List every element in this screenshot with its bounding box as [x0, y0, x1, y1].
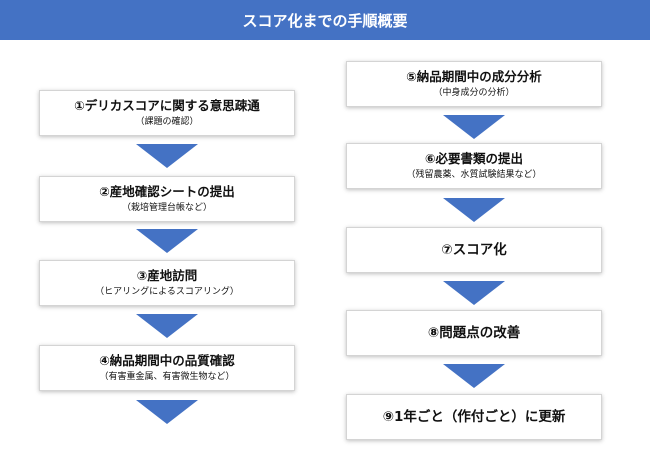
arrow-2-to-3	[136, 229, 198, 253]
arrow-3-to-4	[136, 314, 198, 338]
step-3-box: ③産地訪問 （ヒアリングによるスコアリング）	[39, 260, 295, 306]
step-2-title: ②産地確認シートの提出	[99, 184, 235, 199]
step-6-title: ⑥必要書類の提出	[424, 151, 524, 166]
diagram-header: スコア化までの手順概要	[0, 0, 650, 40]
arrow-5-to-6	[443, 115, 505, 139]
step-4-sub: （有害重金属、有害微生物など）	[99, 372, 235, 382]
step-1-title: ①デリカスコアに関する意思疎通	[74, 98, 260, 113]
step-4-box: ④納品期間中の品質確認 （有害重金属、有害微生物など）	[39, 345, 295, 391]
step-9-box: ⑨1年ごと（作付ごと）に更新	[346, 394, 602, 440]
step-5-title: ⑤納品期間中の成分分析	[406, 69, 542, 84]
step-2-box: ②産地確認シートの提出 （栽培管理台帳など）	[39, 176, 295, 222]
step-8-box: ⑧問題点の改善	[346, 310, 602, 356]
step-6-box: ⑥必要書類の提出 （残留農薬、水質試験結果など）	[346, 143, 602, 189]
step-6-sub: （残留農薬、水質試験結果など）	[406, 170, 542, 180]
step-1-box: ①デリカスコアに関する意思疎通 （課題の確認）	[39, 90, 295, 136]
step-9-title: ⑨1年ごと（作付ごと）に更新	[382, 408, 566, 425]
diagram-title: スコア化までの手順概要	[242, 11, 408, 30]
arrow-6-to-7	[443, 198, 505, 222]
arrow-1-to-2	[136, 144, 198, 168]
step-5-sub: （中身成分の分析）	[433, 88, 515, 98]
step-3-title: ③産地訪問	[136, 268, 198, 283]
step-8-title: ⑧問題点の改善	[427, 324, 521, 341]
step-5-box: ⑤納品期間中の成分分析 （中身成分の分析）	[346, 61, 602, 107]
step-7-box: ⑦スコア化	[346, 227, 602, 273]
step-4-title: ④納品期間中の品質確認	[99, 353, 235, 368]
arrow-4-to-5	[136, 400, 198, 424]
step-2-sub: （栽培管理台帳など）	[121, 203, 212, 213]
arrow-8-to-9	[443, 364, 505, 388]
step-7-title: ⑦スコア化	[441, 241, 507, 258]
arrow-7-to-8	[443, 281, 505, 305]
step-1-sub: （課題の確認）	[135, 117, 199, 127]
step-3-sub: （ヒアリングによるスコアリング）	[95, 287, 239, 297]
